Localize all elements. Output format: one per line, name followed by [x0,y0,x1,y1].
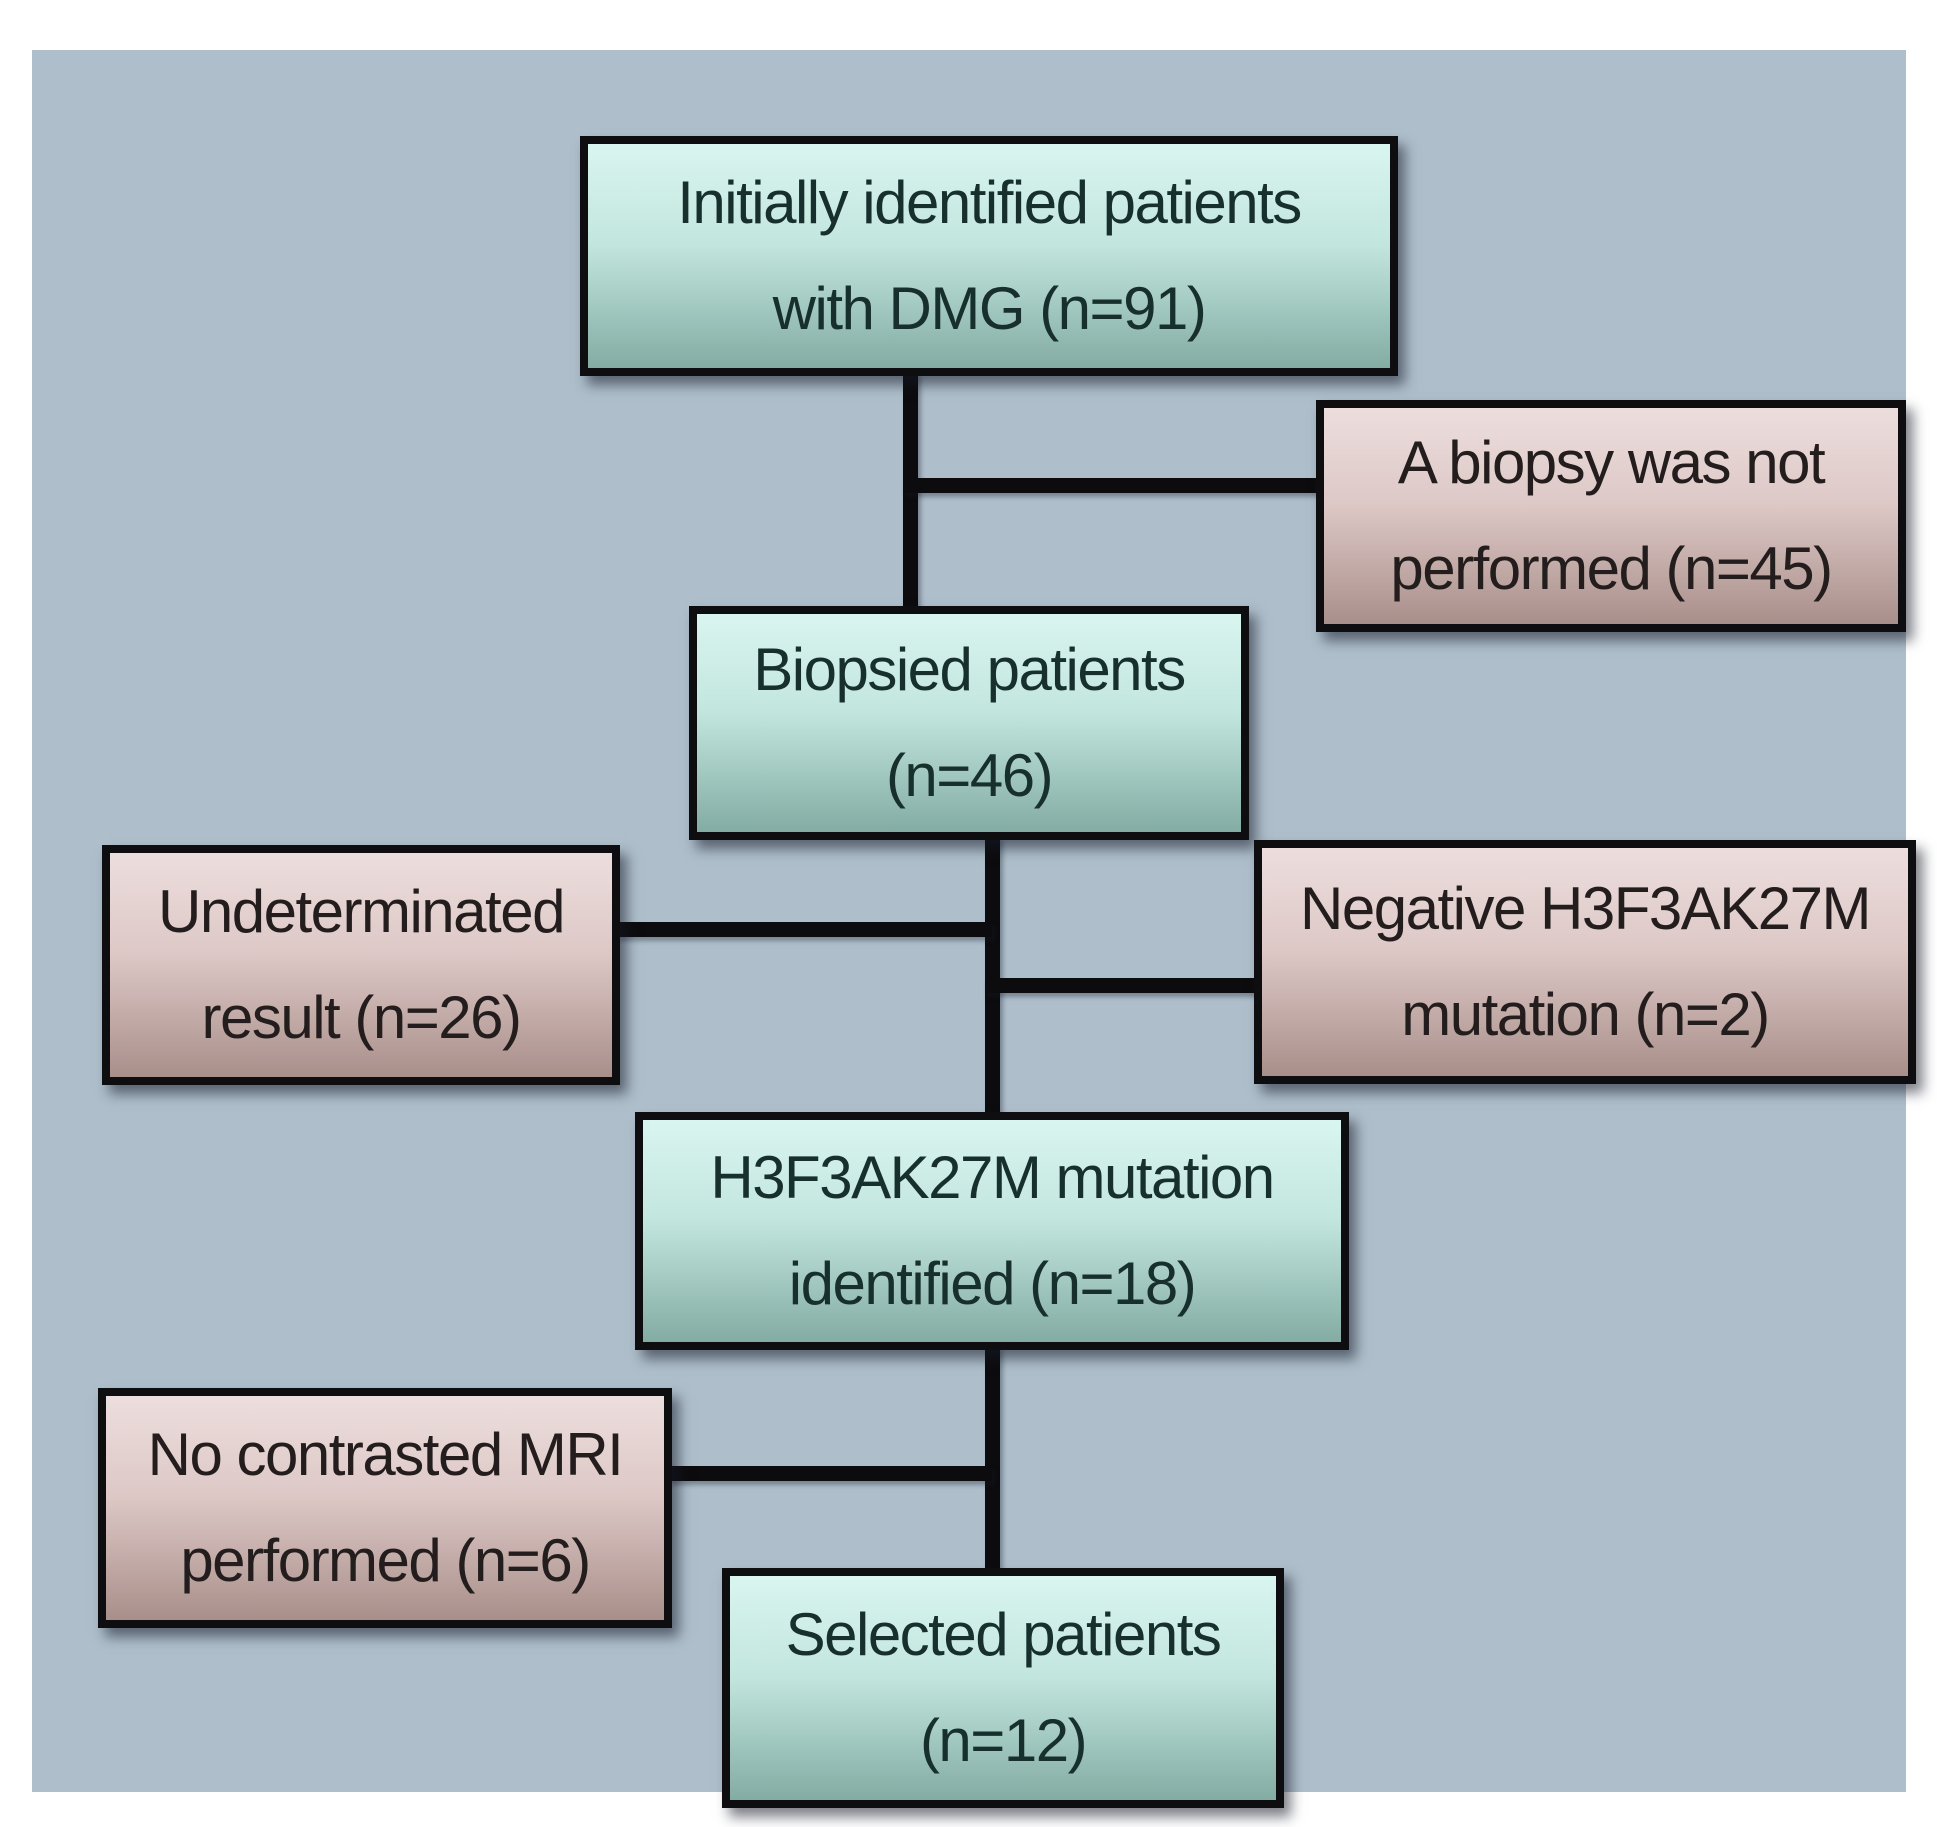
connector-biopsied-to-mutation [985,836,1000,1118]
node-biopsied-patients: Biopsied patients (n=46) [689,606,1249,840]
node-h3f3ak27m-mutation-identified: H3F3AK27M mutation identified (n=18) [635,1112,1349,1350]
node-text-line: identified (n=18) [788,1250,1197,1317]
node-text-line: performed (n=45) [1390,535,1833,602]
flowchart-canvas: Initially identified patients with DMG (… [32,50,1916,1808]
node-text-line: Selected patients [785,1601,1222,1668]
node-text-line: performed (n=6) [180,1527,591,1594]
node-text-line: Undeterminated [158,878,565,945]
branch-to-biopsy-not-performed [903,478,1318,493]
node-text-line: Initially identified patients [677,169,1302,236]
node-selected-patients: Selected patients (n=12) [722,1568,1284,1808]
node-text-line: A biopsy was not [1397,429,1826,496]
node-biopsy-not-performed: A biopsy was not performed (n=45) [1316,400,1906,632]
node-text-line: H3F3AK27M mutation [710,1144,1275,1211]
node-text-line: No contrasted MRI [147,1421,624,1488]
node-text-line: (n=46) [885,742,1054,809]
node-text-line: with DMG (n=91) [772,275,1207,342]
node-text-line: result (n=26) [201,984,523,1051]
node-initially-identified-patients: Initially identified patients with DMG (… [580,136,1398,376]
node-text-line: (n=12) [919,1707,1088,1774]
branch-to-negative-mutation [985,978,1258,993]
branch-to-no-contrasted-mri [668,1466,992,1481]
branch-to-undeterminated [616,922,992,937]
node-undeterminated-result: Undeterminated result (n=26) [102,845,620,1085]
connector-mutation-to-selected [985,1346,1000,1574]
node-negative-h3f3ak27m-mutation: Negative H3F3AK27M mutation (n=2) [1254,840,1916,1084]
node-text-line: Biopsied patients [753,636,1186,703]
node-text-line: Negative H3F3AK27M [1300,875,1871,942]
node-text-line: mutation (n=2) [1401,981,1770,1048]
node-no-contrasted-mri: No contrasted MRI performed (n=6) [98,1388,672,1628]
